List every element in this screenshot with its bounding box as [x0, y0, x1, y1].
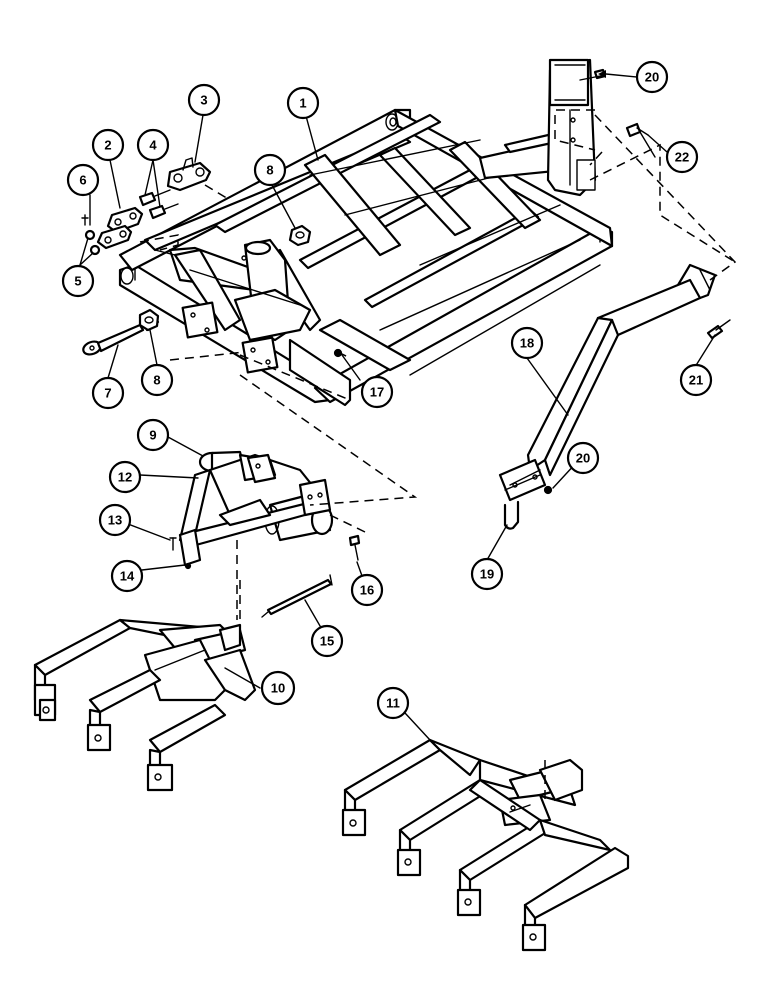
callout-6: 6 — [66, 163, 100, 197]
bolt-21 — [706, 319, 731, 340]
ubolt-19 — [503, 500, 520, 530]
callout-20-top: 20 — [635, 60, 669, 94]
callout-label: 15 — [320, 634, 334, 649]
callout-label: 7 — [104, 386, 111, 401]
callout-15: 15 — [310, 624, 344, 658]
callout-10: 10 — [260, 670, 296, 706]
callout-label: 5 — [74, 274, 81, 289]
callout-label: 2 — [104, 138, 111, 153]
nut-8-left — [138, 308, 160, 332]
callout-label: 16 — [360, 583, 374, 598]
callout-label: 8 — [153, 373, 160, 388]
callout-label: 12 — [118, 470, 132, 485]
leader-22 — [647, 134, 668, 153]
hitch-assembly — [169, 450, 361, 570]
callout-8-top: 8 — [253, 153, 287, 187]
callout-label: 3 — [200, 93, 207, 108]
callout-1: 1 — [286, 86, 320, 120]
callout-17: 17 — [360, 375, 394, 409]
callout-2: 2 — [91, 128, 125, 162]
callout-22: 22 — [665, 140, 699, 174]
link-plates — [81, 157, 231, 256]
callout-label: 22 — [675, 150, 689, 165]
hitch-tower — [154, 238, 322, 374]
callout-20-right: 20 — [566, 441, 600, 475]
shaft-15 — [261, 574, 333, 618]
callout-18: 18 — [510, 326, 544, 360]
callout-label: 14 — [120, 569, 135, 584]
callout-label: 18 — [520, 336, 534, 351]
callout-label: 10 — [271, 681, 285, 696]
callout-label: 20 — [645, 70, 659, 85]
arrowhead — [598, 70, 606, 78]
callout-9: 9 — [136, 418, 170, 452]
callout-label: 4 — [149, 138, 157, 153]
callout-label: 8 — [266, 163, 273, 178]
callout-4: 4 — [136, 128, 170, 162]
nut-8-top — [288, 224, 312, 247]
callout-label: 21 — [689, 373, 703, 388]
callout-12: 12 — [108, 460, 142, 494]
callout-label: 13 — [108, 513, 122, 528]
main-frame — [118, 58, 614, 407]
assembly-dashed-lines — [169, 109, 737, 800]
callout-label: 19 — [480, 567, 494, 582]
callout-label: 1 — [299, 96, 306, 111]
brace-18 — [498, 263, 717, 502]
callout-19: 19 — [470, 557, 504, 591]
shank-frame-10 — [33, 618, 257, 792]
callout-5: 5 — [61, 264, 95, 298]
callout-7: 7 — [91, 376, 125, 410]
shank-frame-11 — [341, 738, 630, 952]
callout-16: 16 — [350, 573, 384, 607]
callout-label: 17 — [370, 385, 384, 400]
callout-3: 3 — [187, 83, 221, 117]
leader-20 — [605, 73, 638, 78]
callout-label: 9 — [149, 428, 156, 443]
callout-21: 21 — [679, 363, 713, 397]
callout-label: 11 — [386, 696, 400, 711]
bolt-22 — [625, 122, 649, 138]
callout-label: 20 — [576, 451, 590, 466]
callout-label: 6 — [79, 173, 86, 188]
callout-8-left: 8 — [140, 363, 174, 397]
callout-14: 14 — [110, 559, 144, 593]
callout-11: 11 — [376, 686, 410, 720]
callout-13: 13 — [98, 503, 132, 537]
